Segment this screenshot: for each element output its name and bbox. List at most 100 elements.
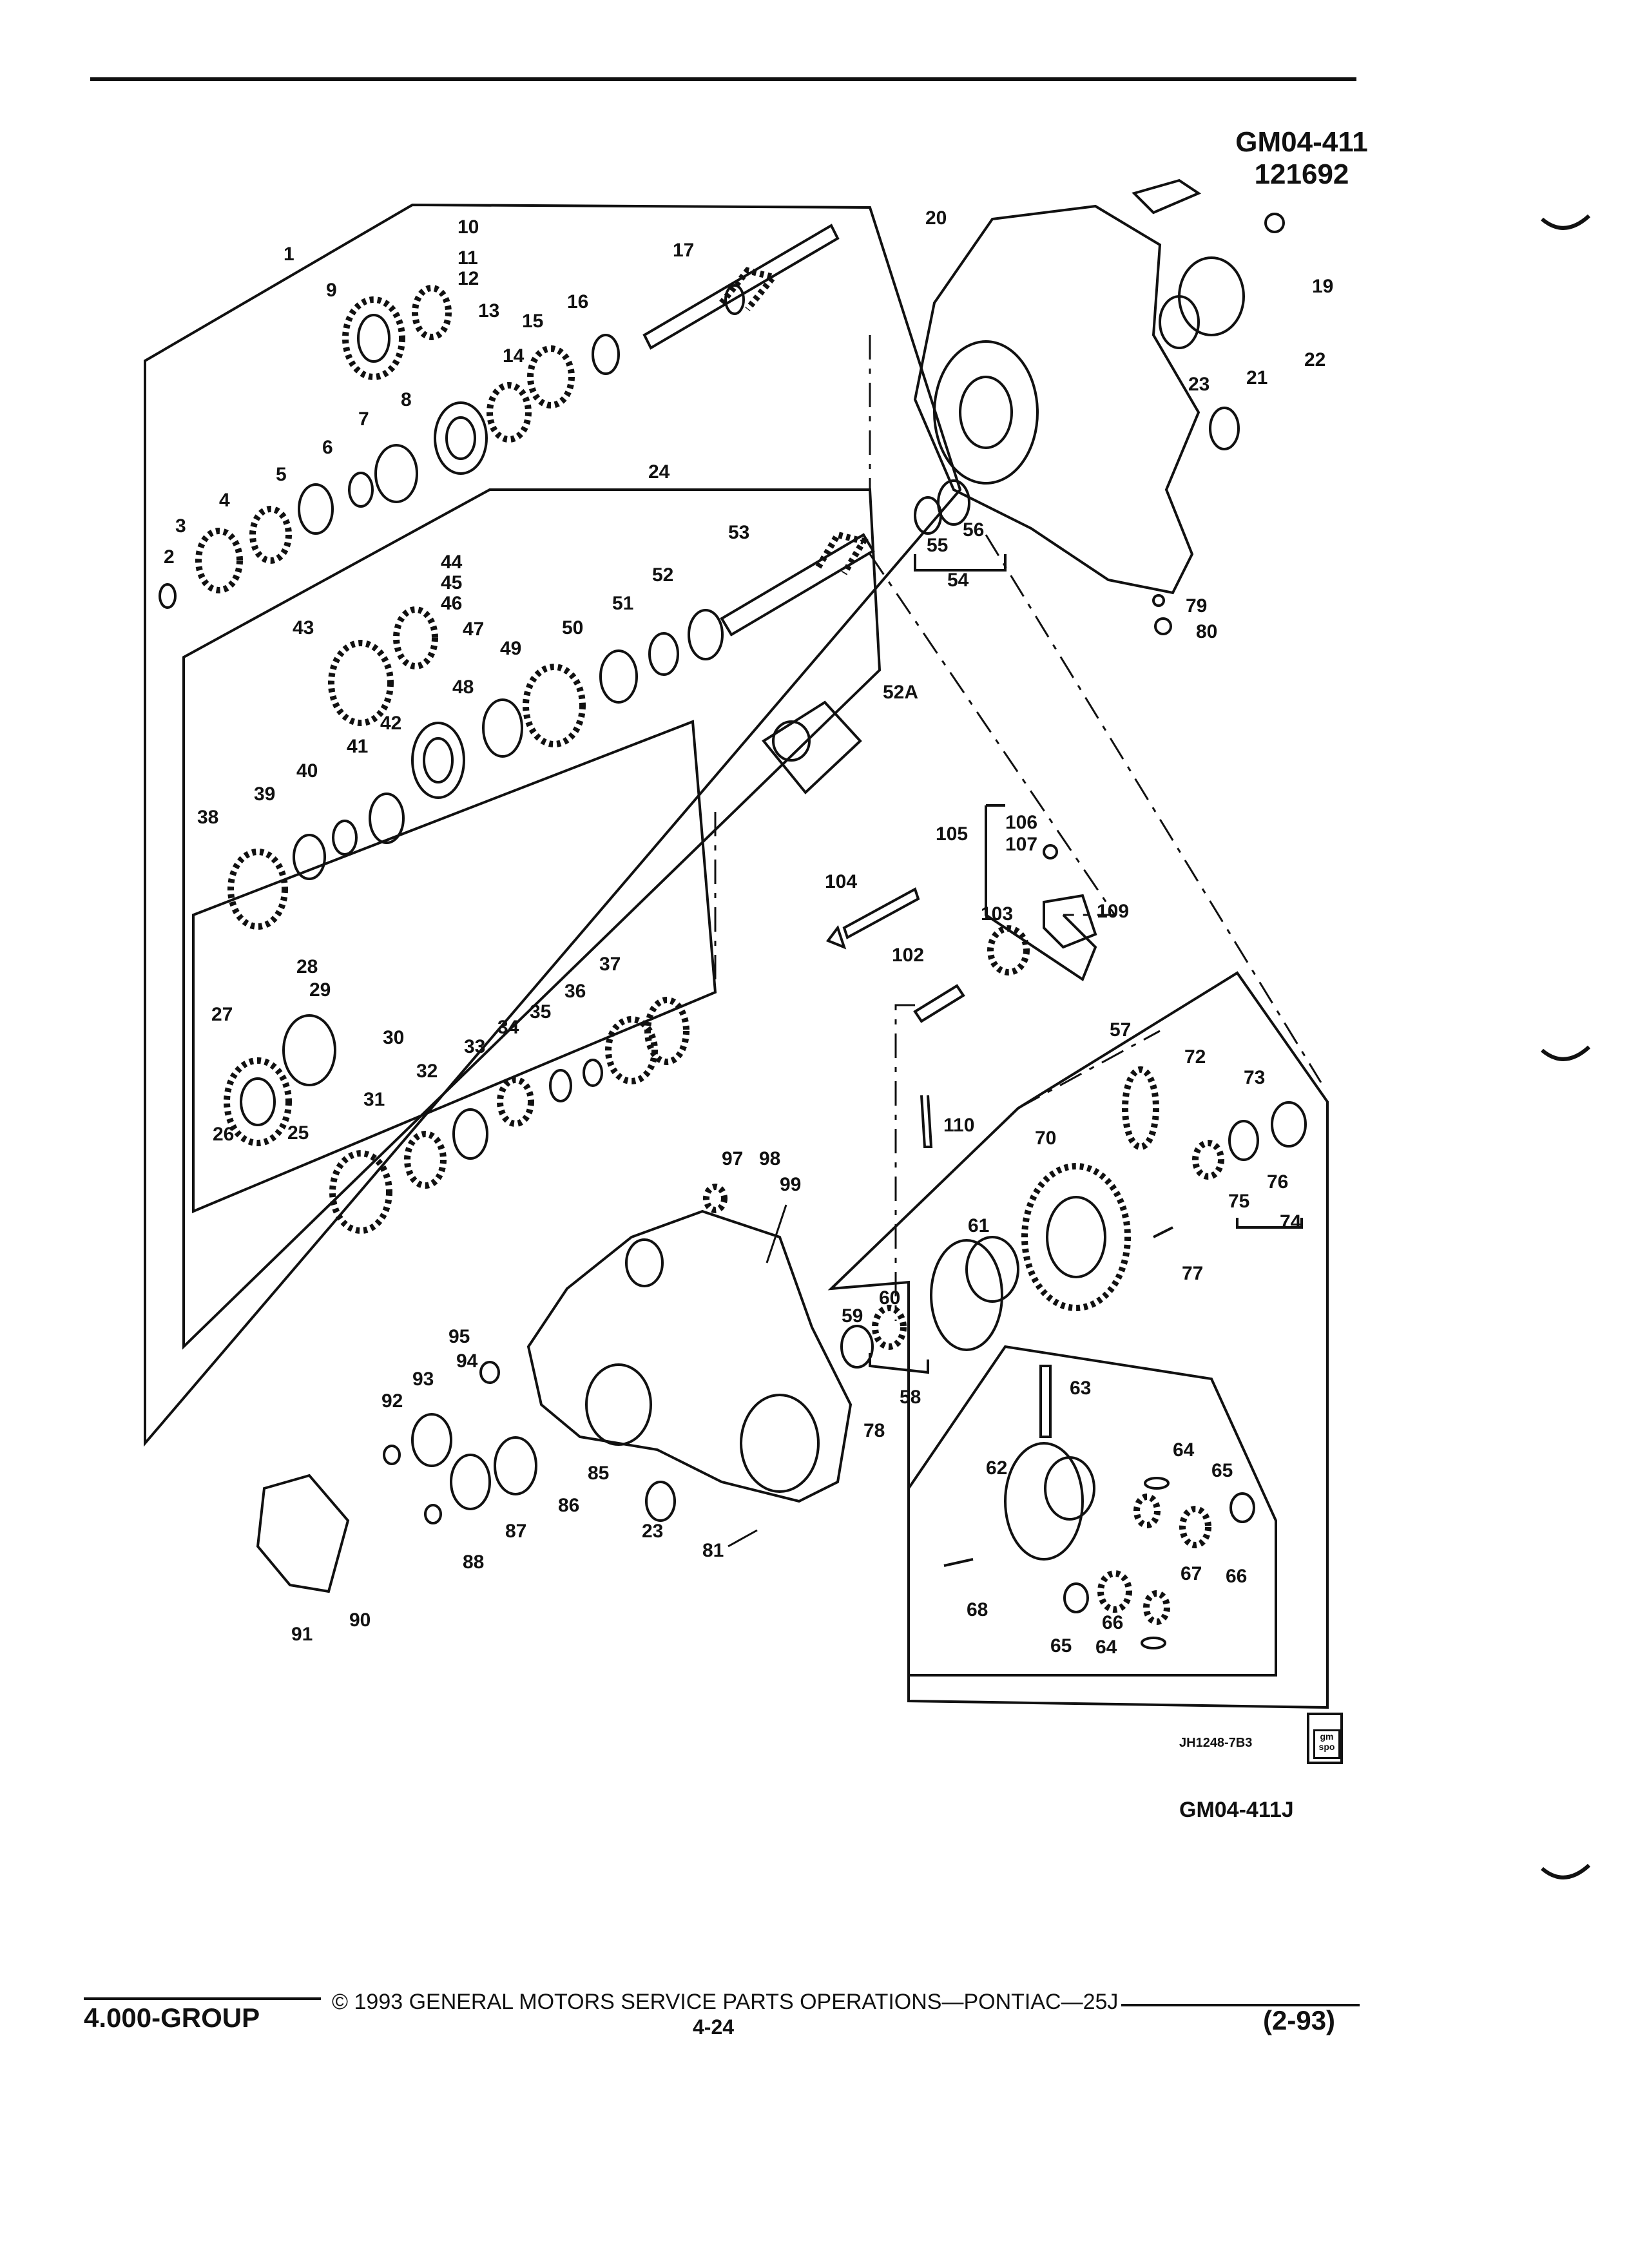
group-frame-54 [914,554,1007,572]
callout: 92 [381,1390,403,1412]
callout: 30 [383,1027,404,1048]
callout: 85 [588,1463,609,1484]
callout: 45 [441,572,462,593]
callout: 59 [842,1305,863,1327]
callout: 99 [780,1174,801,1195]
callout: 76 [1267,1171,1288,1193]
callout: 40 [296,760,318,782]
figure-id-block: GM04-411 121692 [1205,126,1398,191]
callout: 26 [213,1124,234,1145]
callout: 19 [1312,276,1333,297]
callout: 48 [452,677,474,698]
callout: 17 [673,240,694,261]
group-frame-58 [869,1353,929,1374]
centerline-2 [869,553,1117,916]
callout: 22 [1304,349,1325,370]
callout: 78 [863,1420,885,1441]
group-frame-52a [762,700,862,794]
callout: 25 [287,1122,309,1144]
callout: 62 [986,1457,1007,1479]
footer-copyright: © 1993 GENERAL MOTORS SERVICE PARTS OPER… [332,1990,1119,2014]
callout: 64 [1095,1637,1117,1658]
callout: 50 [562,617,583,639]
callout: 86 [558,1495,579,1516]
callout: 106 [1005,812,1037,833]
callout: 58 [900,1387,921,1408]
callout: 72 [1184,1046,1206,1068]
callout: 16 [567,291,588,312]
callout: 20 [925,207,947,229]
callout: 107 [1005,834,1037,855]
callout: 75 [1228,1191,1249,1212]
callout: 57 [1110,1019,1131,1041]
callout: 5 [276,464,287,485]
callout: 90 [349,1610,371,1631]
group-frame-62 [907,1345,1277,1677]
callout: 29 [309,979,331,1001]
callout: 23 [642,1521,663,1542]
callout: 10 [458,216,479,238]
group-frame-74 [1236,1218,1303,1229]
callout: 103 [981,903,1013,925]
callout: 81 [702,1540,724,1561]
callout: 8 [401,389,412,410]
callout: 4 [219,490,230,511]
callout: 28 [296,956,318,977]
callout: 46 [441,593,462,614]
callout: 37 [599,954,621,975]
callout: 14 [503,345,525,367]
callout: 52A [883,682,918,703]
figure-code: GM04-411 [1235,126,1368,158]
callout: 42 [380,713,401,734]
callout: 38 [197,807,218,828]
callout: 2 [164,546,175,568]
group-frame-diff [827,971,1329,1709]
transaxle-case [256,1184,853,1593]
callout: 27 [211,1004,233,1025]
footer-group: 4.000-GROUP [84,2003,260,2033]
gear-set [159,284,745,1234]
callout: 77 [1182,1263,1203,1284]
callout: 24 [648,461,670,483]
footer-page-number: 4-24 [693,2015,735,2039]
callout: 73 [1244,1067,1265,1088]
callout: 15 [522,311,543,332]
callout: 65 [1211,1460,1233,1481]
callout: 94 [456,1350,478,1372]
group-frame-105 [985,804,1097,982]
callout: 47 [463,619,484,640]
top-rule [90,77,1356,81]
callout: 60 [879,1287,900,1309]
callout: 63 [1070,1378,1091,1399]
centerline-5 [894,1004,915,1321]
callout: 79 [1186,595,1207,617]
callout: 43 [293,617,314,639]
callout: 87 [505,1521,526,1542]
shift-mechanism [772,720,1097,1148]
callout: 3 [175,515,186,537]
callout: 41 [347,736,368,757]
callout: 67 [1181,1563,1202,1584]
callout: 64 [1173,1439,1195,1461]
callout: 52 [652,564,673,586]
callout: 34 [497,1017,519,1038]
callout: 35 [530,1001,551,1023]
alt-figure-code: GM04-411J [1179,1798,1294,1822]
callout: 31 [363,1089,385,1110]
callout: 54 [947,570,969,591]
footer-rule-right [1121,2004,1360,2006]
callout: 11 [458,247,478,269]
callout: 61 [968,1215,989,1236]
badge-text: gm spo [1313,1729,1340,1759]
callout: 44 [441,552,463,573]
gm-spo-badge: gm spo [1307,1713,1343,1764]
callout: 36 [564,981,586,1002]
callout: 80 [1196,621,1217,642]
callout: 32 [416,1061,438,1082]
callout: 104 [825,871,857,892]
callout: 88 [463,1552,484,1573]
callout: 66 [1102,1612,1123,1633]
callout: 55 [927,535,948,556]
centerline-3 [985,534,1322,1083]
